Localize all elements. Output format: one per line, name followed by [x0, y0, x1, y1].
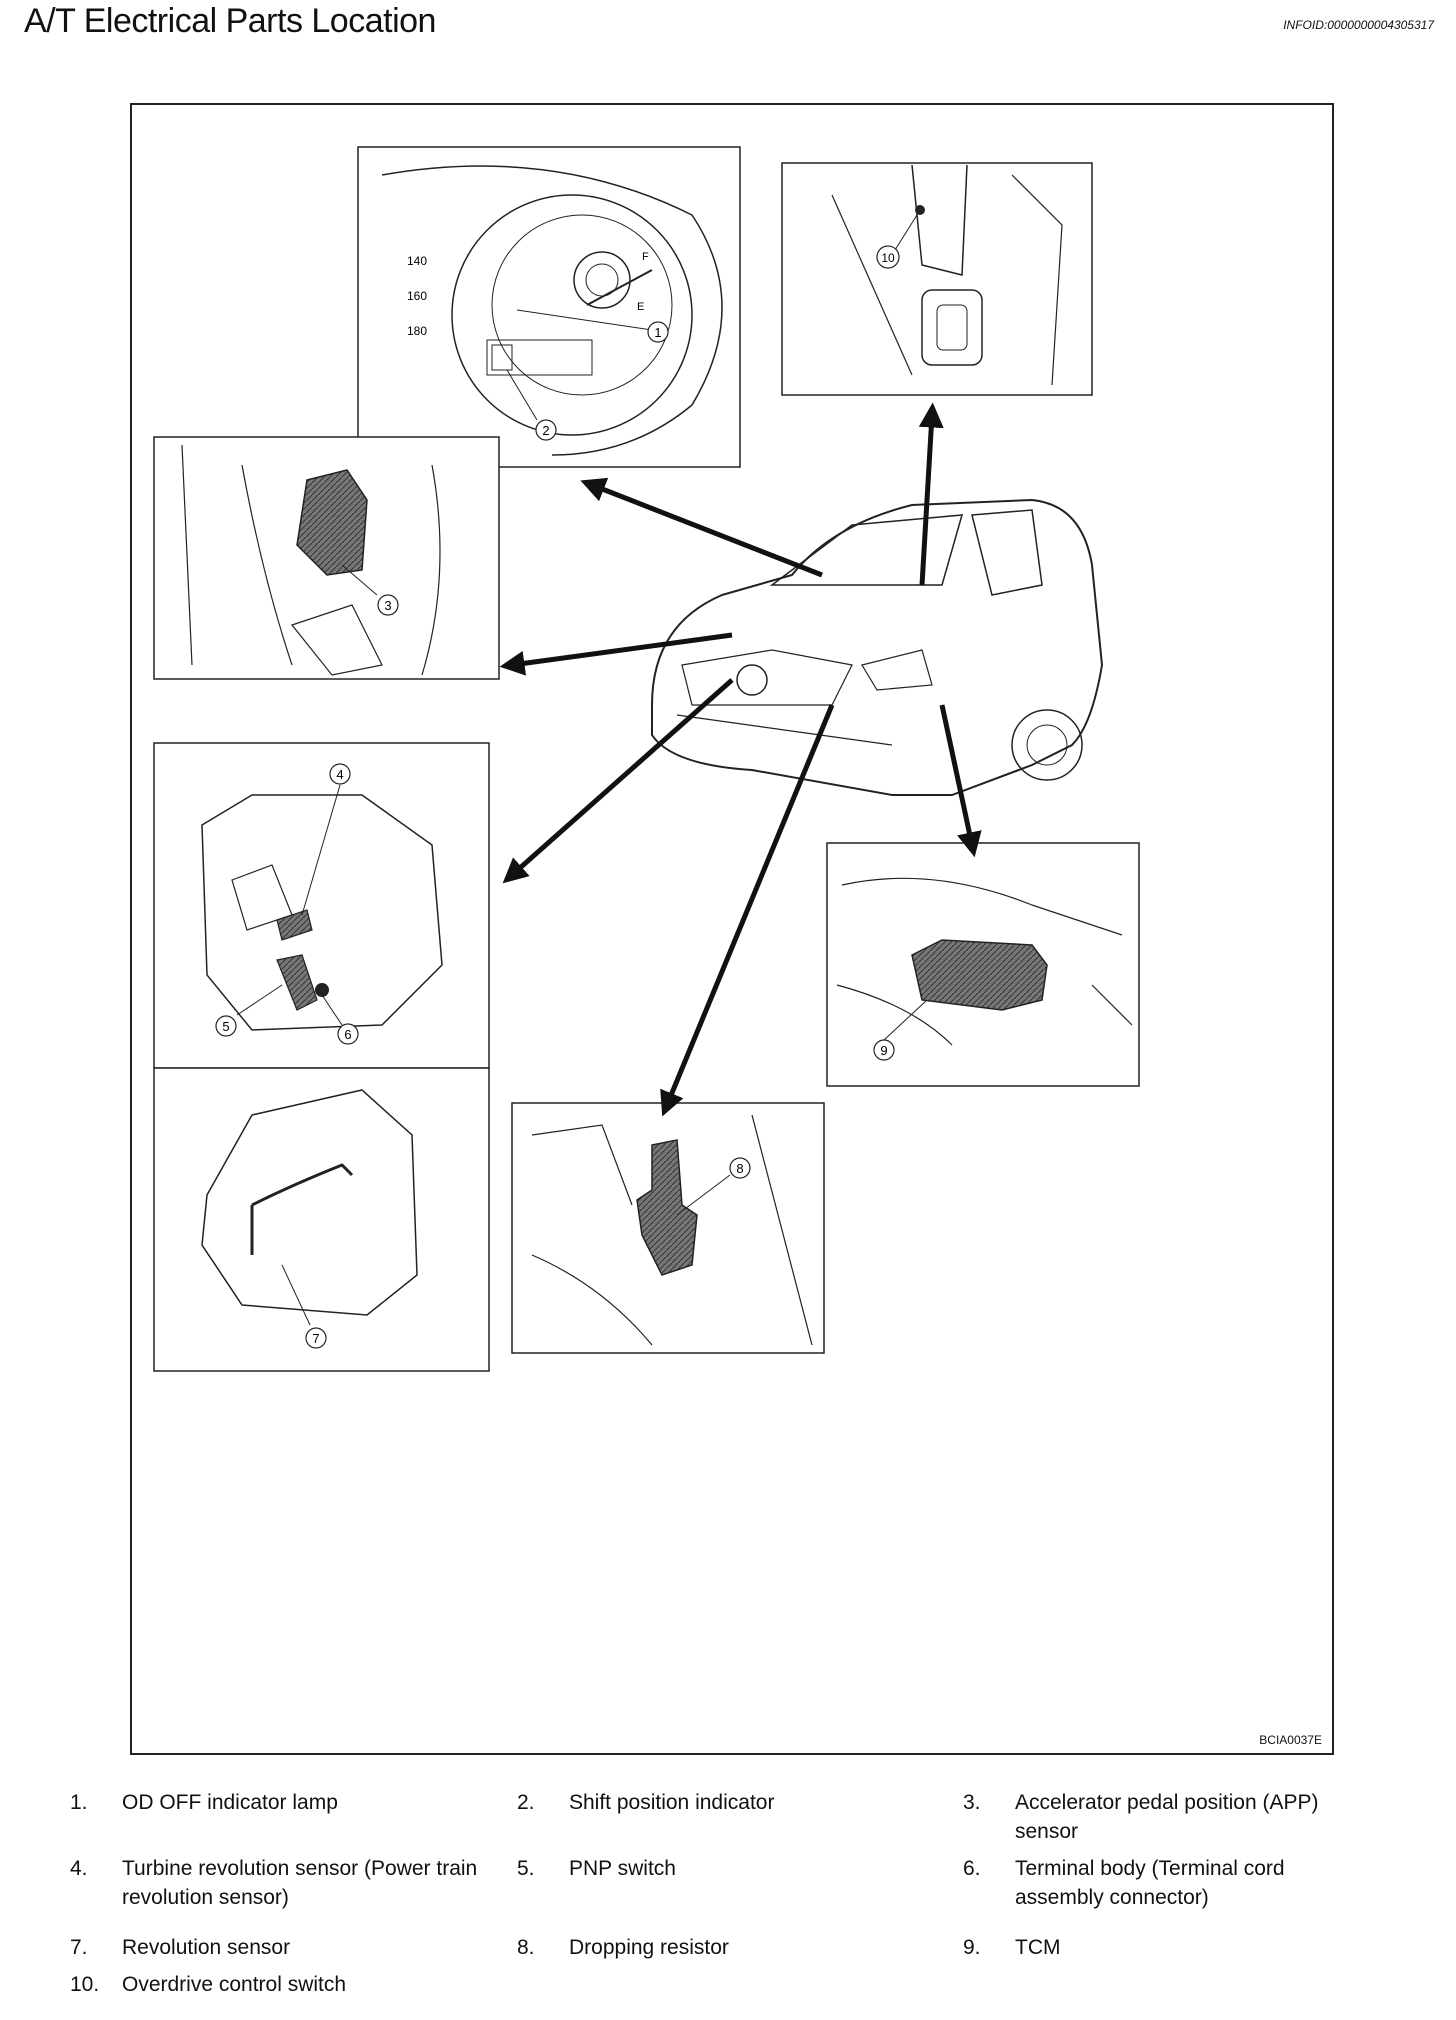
svg-text:4: 4	[336, 767, 343, 782]
legend-item: 3.Accelerator pedal position (APP) senso…	[963, 1791, 1319, 1843]
revolution-sensor-panel	[153, 1067, 490, 1372]
callout-2: 2	[535, 419, 557, 441]
gauge-label-160: 160	[407, 289, 427, 303]
parts-location-figure: 140 160 180 F E	[130, 103, 1334, 1755]
legend-item: 7.Revolution sensor	[70, 1936, 291, 1959]
dropping-resistor-panel	[511, 1102, 825, 1354]
callout-3: 3	[377, 594, 399, 616]
svg-text:5: 5	[222, 1019, 229, 1034]
gauge-label-180: 180	[407, 324, 427, 338]
svg-text:2: 2	[542, 423, 549, 438]
figure-illustration: 140 160 180 F E	[153, 146, 1140, 1372]
callout-1: 1	[647, 321, 669, 343]
callout-9: 9	[873, 1039, 895, 1061]
callout-8: 8	[729, 1157, 751, 1179]
legend-item: 10.Overdrive control switch	[70, 1973, 347, 1996]
svg-text:8: 8	[736, 1161, 743, 1176]
callout-7: 7	[305, 1327, 327, 1349]
callout-6: 6	[337, 1023, 359, 1045]
shifter-panel	[781, 162, 1093, 396]
legend-item: 9.TCM	[963, 1936, 1061, 1959]
fuel-f-label: F	[642, 251, 649, 263]
legend-item: 2.Shift position indicator	[517, 1791, 775, 1814]
legend-item: 6.Terminal body (Terminal cord assembly …	[963, 1857, 1285, 1909]
callout-5: 5	[215, 1015, 237, 1037]
legend-item: 5.PNP switch	[517, 1857, 676, 1880]
legend-item: 8.Dropping resistor	[517, 1936, 729, 1959]
svg-text:6: 6	[344, 1027, 351, 1042]
svg-text:1: 1	[654, 325, 661, 340]
info-id: INFOID:0000000004305317	[1283, 18, 1434, 32]
app-sensor-panel	[153, 436, 500, 680]
meter-panel: 140 160 180 F E	[357, 146, 741, 468]
page-title: A/T Electrical Parts Location	[24, 2, 436, 40]
fuel-e-label: E	[637, 301, 644, 313]
svg-text:9: 9	[880, 1043, 887, 1058]
svg-text:7: 7	[312, 1331, 319, 1346]
leader-arrows	[499, 402, 982, 1117]
svg-text:10: 10	[881, 251, 895, 265]
legend-item: 1.OD OFF indicator lamp	[70, 1791, 338, 1814]
legend-item: 4.Turbine revolution sensor (Power train…	[70, 1857, 478, 1909]
gauge-label-140: 140	[407, 254, 427, 268]
svg-text:3: 3	[384, 598, 391, 613]
transaxle-sensor-panel	[153, 742, 490, 1069]
callout-4: 4	[329, 763, 351, 785]
figure-code: BCIA0037E	[1259, 1733, 1322, 1747]
car-illustration	[651, 498, 1104, 796]
callout-10: 10	[876, 245, 900, 269]
